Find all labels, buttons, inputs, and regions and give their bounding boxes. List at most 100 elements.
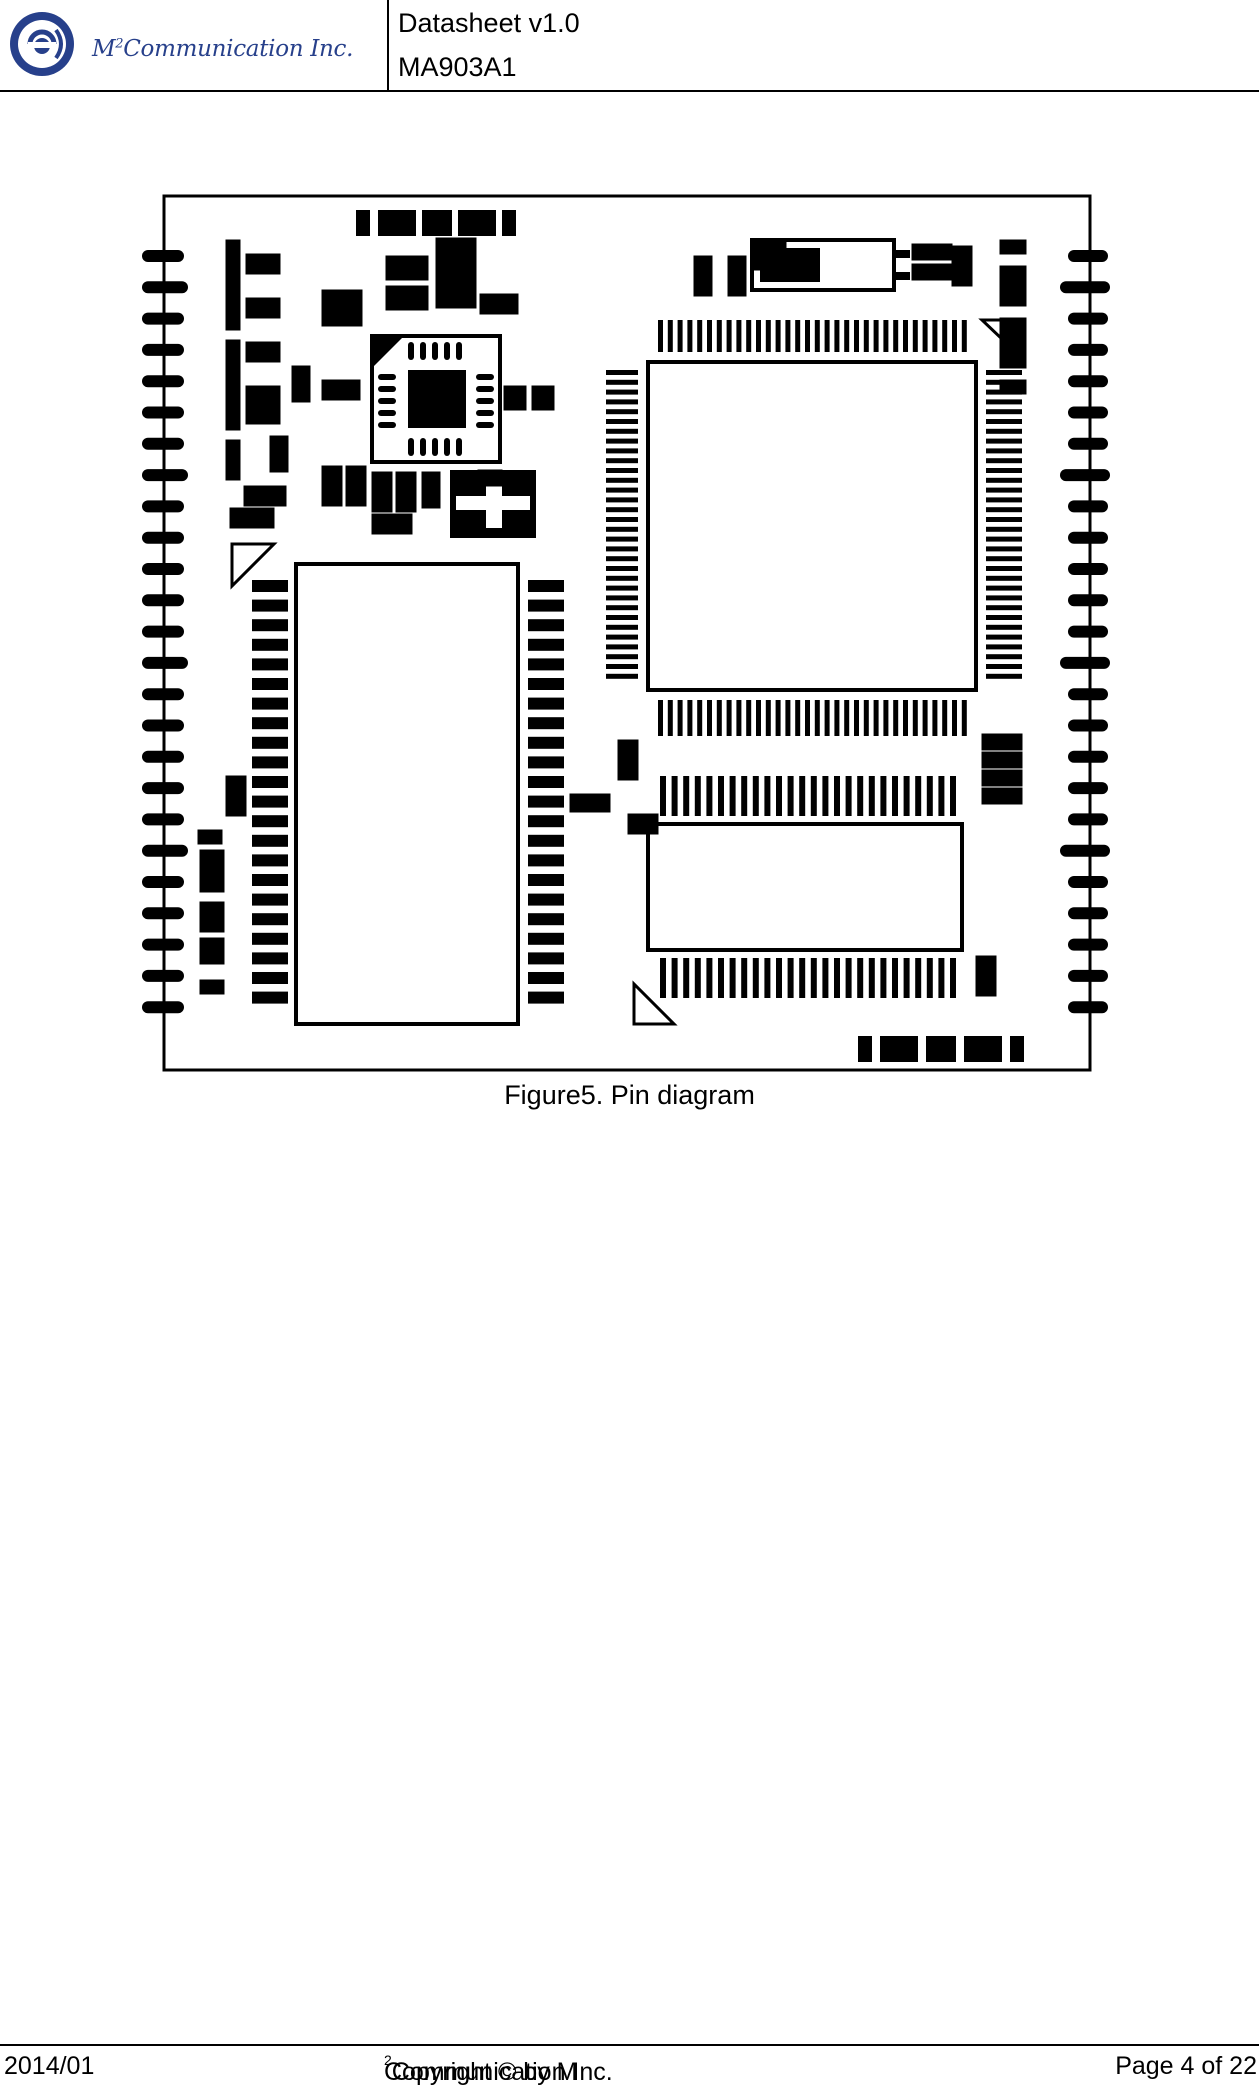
flash-chip-pin — [857, 958, 864, 998]
right-edge-pad — [1068, 375, 1108, 388]
processor-pin-top — [844, 320, 850, 352]
passive-component — [321, 465, 343, 507]
processor-pin-left — [606, 644, 638, 650]
processor-pin-top — [903, 320, 908, 352]
qfn-pin — [378, 398, 396, 404]
flash-chip-pin — [660, 776, 666, 816]
processor-pin-left — [606, 379, 638, 385]
processor-pin-top — [854, 320, 859, 352]
memory-chip-pin — [252, 776, 288, 788]
flash-chip-pin — [683, 958, 690, 998]
processor-pin-top — [658, 320, 663, 352]
right-edge-pad — [1068, 406, 1108, 419]
processor-pin-right — [986, 370, 1022, 375]
processor-pin-right — [986, 566, 1022, 571]
qfn-pin — [408, 438, 414, 456]
passive-component — [199, 979, 225, 995]
memory-chip-pin — [252, 913, 288, 926]
processor-pin-bottom — [687, 700, 693, 736]
flash-chip-pin — [845, 958, 852, 998]
company-logo: M2Communication Inc. — [8, 8, 378, 80]
memory-chip-pin — [252, 795, 288, 808]
inductor-lead — [896, 250, 910, 258]
processor-pin-top — [834, 320, 840, 352]
passive-component — [197, 829, 223, 845]
flash-chip-pin — [834, 958, 840, 998]
processor-pin-bottom — [922, 700, 928, 736]
left-edge-pad — [142, 469, 188, 482]
bottom-connector-block — [858, 1036, 872, 1062]
processor-pin-right — [986, 575, 1022, 581]
flash-chip-pin — [880, 958, 887, 998]
passive-component — [269, 435, 289, 473]
passive-component — [245, 403, 281, 425]
passive-component — [245, 341, 281, 363]
flash-chip-pin — [706, 776, 713, 816]
memory-chip-pin — [528, 697, 564, 710]
right-edge-pad — [1068, 782, 1108, 795]
qfn-pin — [444, 342, 450, 360]
left-edge-pad — [142, 750, 184, 763]
processor-pin-left — [606, 566, 638, 571]
processor-pin-bottom — [736, 700, 742, 736]
right-edge-pad — [1068, 250, 1108, 262]
memory-chip-pin — [252, 854, 288, 867]
flash-chip-pin — [799, 776, 806, 816]
right-edge-pad — [1068, 531, 1108, 544]
processor-pin-left — [606, 536, 638, 542]
processor-pin-top — [707, 320, 712, 352]
processor-pin-right — [986, 526, 1022, 532]
passive-component — [693, 255, 713, 297]
memory-chip-pin — [252, 874, 288, 886]
processor-pin-top — [932, 320, 938, 352]
right-edge-pad — [1068, 688, 1108, 701]
passive-component — [225, 339, 241, 431]
qfn-pin — [378, 374, 396, 380]
processor-pin-right — [986, 664, 1022, 669]
board-outline — [162, 194, 1092, 1072]
right-edge-pad — [1060, 844, 1110, 857]
memory-chip-pin — [528, 795, 564, 808]
processor-pin-top — [893, 320, 899, 352]
processor-pin-right — [986, 546, 1022, 552]
processor-pin-top — [805, 320, 810, 352]
processor-pin-top — [697, 320, 703, 352]
flash-chip-pin — [868, 776, 875, 816]
processor-pin-top — [687, 320, 693, 352]
processor-pin-top — [775, 320, 781, 352]
flash-chip-pin — [938, 958, 945, 998]
left-edge-pad — [142, 719, 184, 732]
processor-pin-bottom — [716, 700, 722, 736]
passive-component — [981, 769, 1023, 787]
processor-pin-top — [883, 320, 889, 352]
processor-pin-right — [986, 517, 1022, 522]
qfn-pin — [420, 342, 426, 360]
flash-chip-pin — [752, 776, 759, 816]
flash-chip-pin — [764, 776, 771, 816]
passive-component — [981, 787, 1023, 805]
processor-pin-right — [986, 556, 1022, 562]
right-edge-pad — [1068, 437, 1108, 450]
passive-component — [421, 471, 441, 509]
processor-pin-left — [606, 419, 638, 424]
processor-pin-left — [606, 517, 638, 522]
passive-component — [243, 485, 287, 507]
processor-pin-left — [606, 664, 638, 669]
passive-component — [321, 289, 363, 327]
passive-component — [199, 937, 225, 965]
memory-chip-pin — [528, 756, 564, 769]
flash-chip-pin — [926, 776, 933, 816]
flash-chip-pin — [741, 958, 748, 998]
passive-component — [245, 297, 281, 319]
processor-pin-bottom — [844, 700, 850, 736]
memory-chip-pin — [252, 638, 288, 651]
memory-chip-pin — [252, 717, 288, 730]
qfn-pin — [476, 386, 494, 392]
processor-pin-top — [756, 320, 761, 352]
flash-chip-pin — [683, 776, 690, 816]
flash-chip — [646, 822, 964, 952]
flash-chip-pin — [903, 958, 910, 998]
passive-component — [199, 901, 225, 933]
processor-pin-bottom — [697, 700, 703, 736]
left-edge-pad — [142, 594, 184, 607]
